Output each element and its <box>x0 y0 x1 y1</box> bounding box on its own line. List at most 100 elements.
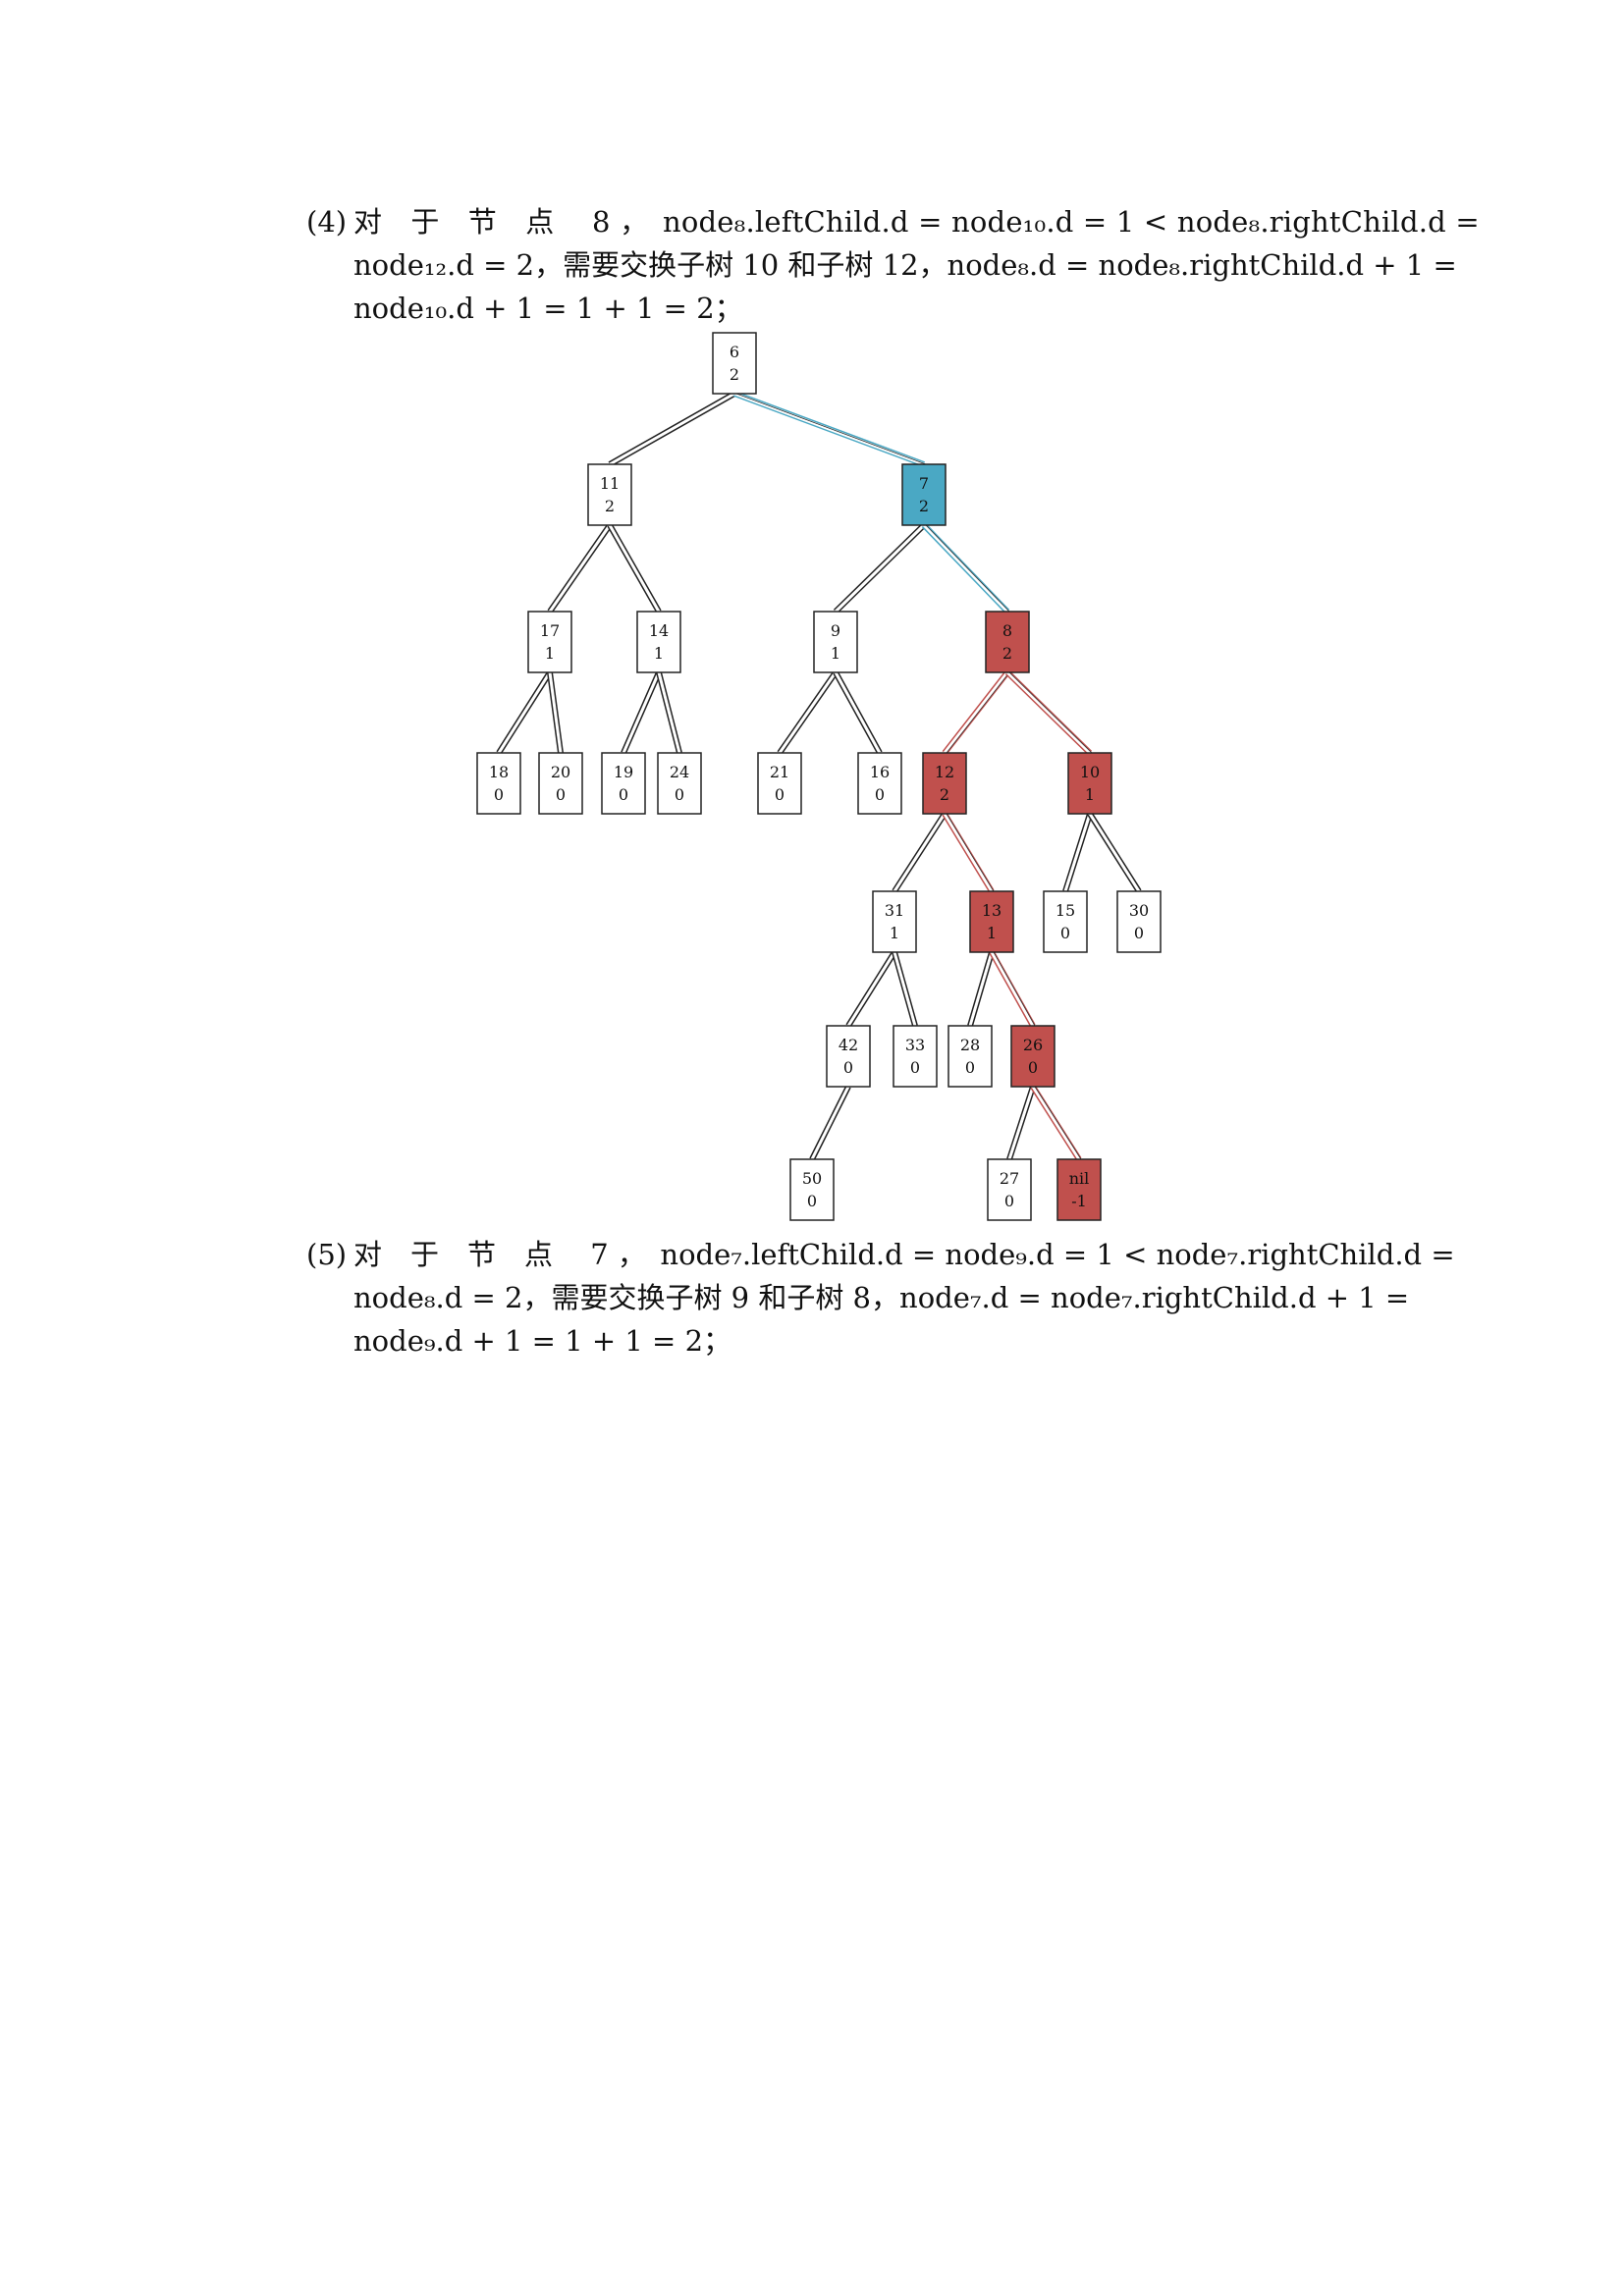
paragraph-4-line-1: 对 于 节 点 8 ， node₈.leftChild.d = node₁₀.d… <box>353 205 1480 239</box>
tree-node-9: 91 <box>813 611 858 673</box>
tree-node-50: 500 <box>789 1158 835 1221</box>
tree-node-distance: 0 <box>494 785 504 804</box>
tree-edge-14-24 <box>656 671 682 754</box>
tree-node-7: 72 <box>901 463 947 526</box>
paragraph-5-line-2: node₈.d = 2，需要交换子树 9 和子树 8，node₇.d = nod… <box>353 1281 1410 1314</box>
tree-node-6: 62 <box>712 332 757 395</box>
paragraph-4: (4) 对 于 节 点 8 ， node₈.leftChild.d = node… <box>306 200 1480 330</box>
tree-edge-8-12 <box>942 670 1010 755</box>
tree-node-14: 141 <box>636 611 681 673</box>
tree-node-distance: 1 <box>1085 785 1095 804</box>
tree-edge-7-8 <box>921 522 1010 614</box>
tree-node-key: 19 <box>614 763 633 781</box>
tree-edge-11-17 <box>547 523 613 614</box>
tree-node-24: 240 <box>657 752 702 815</box>
tree-edge-13-28 <box>967 951 995 1027</box>
tree-node-18: 180 <box>476 752 521 815</box>
tree-node-key: 8 <box>1002 621 1012 640</box>
tree-node-key: 12 <box>935 763 954 781</box>
tree-node-key: 42 <box>839 1036 858 1054</box>
tree-node-distance: 1 <box>831 644 840 663</box>
tree-node-33: 330 <box>893 1025 938 1088</box>
tree-node-26: 260 <box>1010 1025 1056 1088</box>
tree-node-distance: 2 <box>919 497 929 515</box>
tree-node-key: 18 <box>489 763 509 781</box>
tree-node-key: 50 <box>802 1169 822 1188</box>
tree-node-key: 20 <box>551 763 570 781</box>
tree-node-key: 7 <box>919 474 929 493</box>
tree-node-distance: 0 <box>1028 1058 1038 1077</box>
tree-node-27: 270 <box>987 1158 1032 1221</box>
tree-node-key: nil <box>1069 1169 1090 1188</box>
tree-node-13: 131 <box>969 890 1014 953</box>
tree-node-distance: 2 <box>940 785 949 804</box>
tree-node-key: 15 <box>1056 901 1075 920</box>
tree-node-distance: 1 <box>545 644 555 663</box>
tree-edge-6-7 <box>732 391 927 467</box>
tree-node-8: 82 <box>985 611 1030 673</box>
tree-node-42: 420 <box>826 1025 871 1088</box>
paragraph-4-line-3: node₁₀.d + 1 = 1 + 1 = 2； <box>353 292 743 325</box>
tree-edge-13-26 <box>989 950 1036 1028</box>
tree-node-20: 200 <box>538 752 583 815</box>
tree-edge-26-nil <box>1030 1085 1082 1161</box>
tree-edge-12-13 <box>942 812 995 893</box>
tree-node-key: 21 <box>770 763 789 781</box>
tree-node-distance: 2 <box>1002 644 1012 663</box>
tree-node-31: 311 <box>872 890 917 953</box>
tree-edge-6-11 <box>608 391 736 467</box>
tree-node-key: 24 <box>670 763 689 781</box>
tree-node-key: 6 <box>730 343 739 361</box>
tree-node-distance: 0 <box>1060 924 1070 942</box>
tree-edge-12-31 <box>892 812 947 893</box>
tree-node-key: 28 <box>960 1036 980 1054</box>
tree-node-16: 160 <box>857 752 902 815</box>
tree-node-17: 171 <box>527 611 572 673</box>
tree-node-distance: -1 <box>1071 1192 1087 1210</box>
tree-edge-31-42 <box>845 950 897 1028</box>
tree-node-distance: 0 <box>965 1058 975 1077</box>
tree-node-10: 101 <box>1067 752 1112 815</box>
tree-edge-31-33 <box>892 951 918 1027</box>
tree-node-11: 112 <box>587 463 632 526</box>
tree-node-distance: 2 <box>605 497 615 515</box>
tree-node-distance: 0 <box>775 785 785 804</box>
tree-node-key: 27 <box>1000 1169 1019 1188</box>
paragraph-5-line-3: node₉.d + 1 = 1 + 1 = 2； <box>353 1324 732 1358</box>
tree-edge-10-30 <box>1087 812 1142 893</box>
tree-node-distance: 1 <box>987 924 997 942</box>
tree-node-key: 33 <box>905 1036 925 1054</box>
tree-node-28: 280 <box>947 1025 993 1088</box>
tree-edge-9-21 <box>777 670 839 755</box>
tree-edge-9-16 <box>833 670 883 755</box>
paragraph-5-number: (5) <box>306 1238 348 1271</box>
tree-edge-42-50 <box>809 1085 851 1161</box>
tree-node-key: 13 <box>982 901 1001 920</box>
tree-edge-7-9 <box>833 522 927 614</box>
paragraph-4-number: (4) <box>306 205 348 239</box>
tree-edge-17-20 <box>547 671 564 754</box>
paragraph-5: (5) 对 于 节 点 7 ， node₇.leftChild.d = node… <box>306 1233 1455 1362</box>
tree-edge-10-15 <box>1062 813 1093 892</box>
tree-node-distance: 2 <box>730 365 739 384</box>
tree-node-key: 11 <box>600 474 620 493</box>
paragraph-4-line-2: node₁₂.d = 2，需要交换子树 10 和子树 12，node₈.d = … <box>353 248 1457 282</box>
tree-node-nil: nil -1 <box>1056 1158 1102 1221</box>
tree-node-key: 16 <box>870 763 890 781</box>
tree-node-distance: 1 <box>654 644 664 663</box>
tree-node-distance: 0 <box>556 785 566 804</box>
tree-edge-8-10 <box>1004 669 1093 756</box>
paragraph-5-line-1: 对 于 节 点 7 ， node₇.leftChild.d = node₉.d … <box>353 1238 1455 1271</box>
tree-node-key: 17 <box>540 621 560 640</box>
tree-node-distance: 0 <box>1134 924 1144 942</box>
tree-node-21: 210 <box>757 752 802 815</box>
tree-node-12: 122 <box>922 752 967 815</box>
tree-edge-11-14 <box>607 523 662 614</box>
tree-node-distance: 0 <box>675 785 684 804</box>
tree-node-key: 30 <box>1129 901 1149 920</box>
tree-node-distance: 0 <box>1004 1192 1014 1210</box>
tree-node-distance: 0 <box>619 785 628 804</box>
tree-node-key: 14 <box>649 621 669 640</box>
tree-node-distance: 0 <box>843 1058 853 1077</box>
